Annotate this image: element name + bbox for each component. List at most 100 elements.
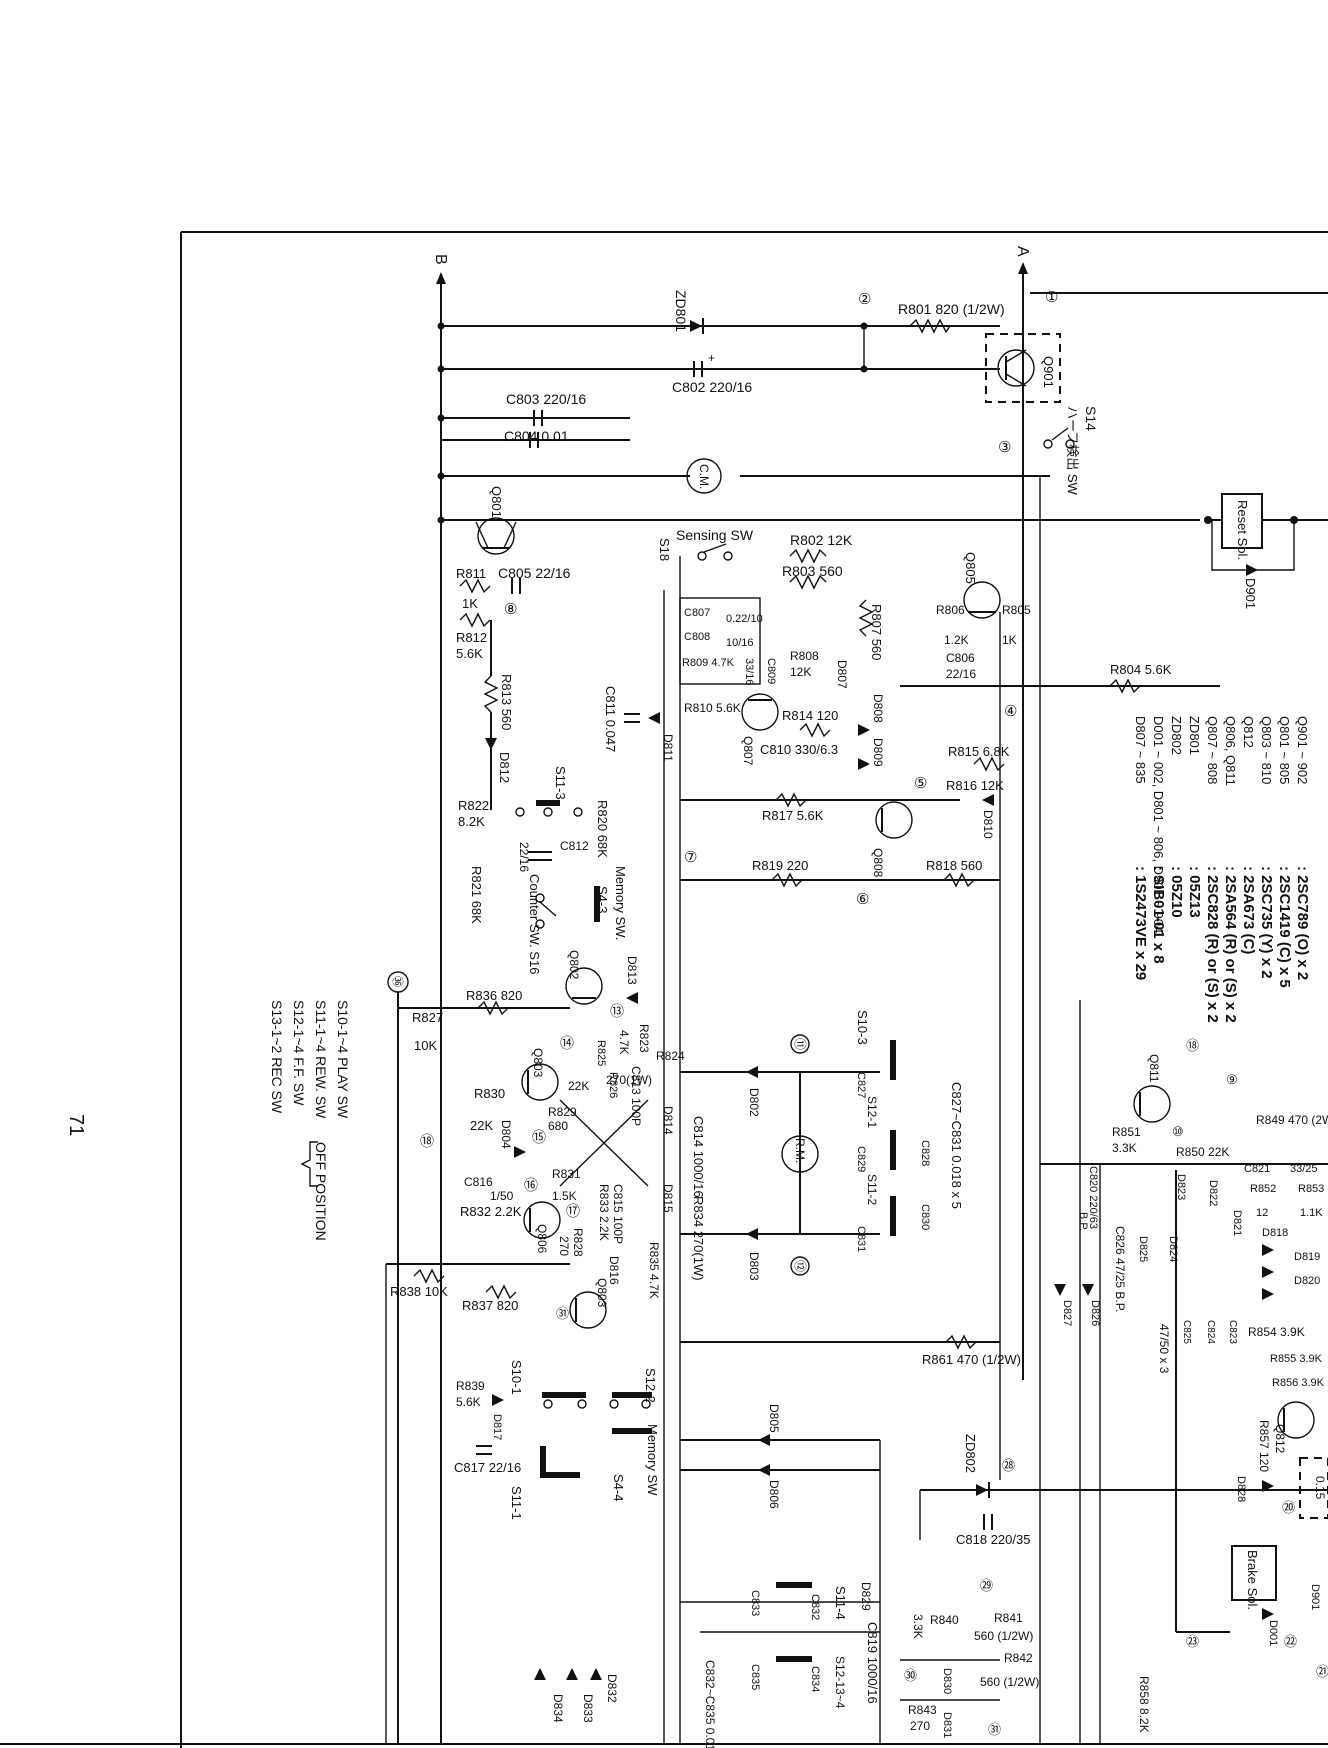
r854-label: R854 3.9K	[1248, 1325, 1305, 1339]
r833-label: R833 2.2K	[597, 1184, 611, 1241]
r843-label: R843	[908, 1703, 937, 1717]
c819-label: C819 1000/16	[865, 1622, 880, 1704]
r853-label: R853	[1298, 1183, 1324, 1195]
internal-wiring	[385, 326, 1101, 1744]
r841-value: 560 (1/2W)	[974, 1629, 1033, 1643]
d823-label: D823	[1175, 1174, 1187, 1200]
r842-value: 560 (1/2W)	[980, 1675, 1039, 1689]
parts-list-part: : 05Z10	[1168, 866, 1185, 918]
d821-label: D821	[1231, 1210, 1243, 1236]
d805-label: D805	[767, 1404, 781, 1433]
c821-value: 33/25	[1290, 1163, 1318, 1175]
node-3: ③	[998, 439, 1011, 456]
r807-label: R807 560	[869, 604, 884, 660]
r824-label: R824	[656, 1049, 685, 1063]
parts-list-ref: ZD802	[1169, 716, 1184, 755]
r849-label: R849 470 (2W)	[1256, 1113, 1328, 1127]
d814-label: D814	[661, 1106, 675, 1135]
parts-list-ref: D807 ~ 835	[1133, 716, 1148, 784]
r838-label: R838 10K	[390, 1284, 448, 1299]
r831-value: 1.5K	[552, 1189, 577, 1203]
brake-block: Q812 R857 120 D828 ⑳ 0.15 Brake Sol. D90…	[1137, 1170, 1328, 1733]
s14-desc: ハーフ検出 SW	[1065, 406, 1080, 496]
parts-list-part: : 2SC735 (Y) x 2	[1258, 866, 1275, 979]
r836-label: R836 820	[466, 988, 522, 1003]
r823-value: 4.7K	[617, 1030, 631, 1055]
c808-label: C808	[684, 631, 710, 643]
resistor-r817: R817 5.6K	[680, 792, 960, 823]
svg-text:+: +	[708, 351, 715, 365]
r828-value: 270	[557, 1236, 571, 1256]
switch-s14: S14 ハーフ検出 SW ③	[998, 406, 1099, 496]
d818-label: D818	[1262, 1227, 1288, 1239]
r853-value: 1.1K	[1300, 1207, 1323, 1219]
resistor-r819: R819 220 R818 560 ⑥	[680, 858, 1000, 908]
d831-label: D831	[941, 1712, 953, 1738]
d812-label: D812	[497, 752, 512, 783]
r813-label: R813 560	[499, 674, 514, 730]
r809-label: R809 4.7K	[682, 657, 735, 669]
c821-label: C821	[1244, 1163, 1270, 1175]
node-10: ⑩	[1172, 1124, 1184, 1139]
resistor-r813: R813 560 D812	[483, 620, 514, 810]
c803-label: C803 220/16	[506, 391, 586, 407]
node-9: ⑨	[1226, 1072, 1238, 1087]
r821-label: R821 68K	[469, 866, 484, 924]
node-18b: ⑱	[1186, 1038, 1199, 1053]
counter-network: S11-3 R822 8.2K C812 22/16 R820 68K S4-3…	[458, 766, 697, 974]
node-23: ㉓	[1186, 1634, 1199, 1649]
d813-label: D813	[625, 956, 639, 985]
c832-label: C832	[809, 1594, 821, 1620]
r827-label: R827	[412, 1010, 443, 1025]
rectifier-block: C820 220/63 B.P. D823 D822 C821 33/25 R8…	[1040, 1163, 1328, 1389]
d825-label: D825	[1137, 1236, 1149, 1262]
c806-label: C806	[946, 651, 975, 665]
c802-label: C802 220/16	[672, 379, 752, 395]
d802-label: D802	[747, 1088, 761, 1117]
transistor-q811: Q811 ⑱ ⑨ ⑩ R851 3.3K R850 22K R849 470 (…	[1112, 1038, 1328, 1159]
c816-label: C816	[464, 1175, 493, 1189]
resistor-r836: R836 820 ㊱ R827 10K	[387, 971, 570, 1744]
q801-label: Q801	[489, 486, 504, 518]
d809-label: D809	[871, 738, 885, 767]
c824-label: C824	[1205, 1320, 1216, 1344]
s14-label: S14	[1083, 406, 1099, 431]
r822-label: R822	[458, 798, 489, 813]
rew-switch-block: C833 C832 S11-4 D829 C819 1000/16 ㉙ R840…	[749, 1578, 1039, 1738]
bp1-label: B.P.	[1077, 1212, 1089, 1231]
sensing-sw-label: Sensing SW	[676, 527, 754, 543]
r831-label: R831	[552, 1167, 581, 1181]
d832-label: D832	[605, 1674, 619, 1703]
node-12: ⑫	[793, 1260, 807, 1272]
s4-4-label: S4-4	[611, 1474, 626, 1501]
c833-label: C833	[749, 1590, 761, 1616]
c808-value: 10/16	[726, 637, 754, 649]
d820-label: D820	[1294, 1275, 1320, 1287]
d826-label: D826	[1089, 1300, 1101, 1326]
d828-label: D828	[1235, 1476, 1247, 1502]
r837-label: R837 820	[462, 1298, 518, 1313]
r811-label: R811	[456, 566, 486, 581]
capstan-motor: C.M.	[686, 458, 722, 494]
r815-label: R815 6.8K	[948, 744, 1010, 759]
c807-label: C807	[684, 607, 710, 619]
parts-list-part: : 05Z13	[1186, 866, 1203, 918]
c813-label: C813 100P	[629, 1066, 643, 1126]
q812-label: Q812	[1273, 1424, 1287, 1454]
resistor-r815: R815 6.8K ⑤	[914, 744, 1010, 792]
r822-value: 8.2K	[458, 814, 485, 829]
d816-label: D816	[607, 1256, 621, 1285]
capacitor-c804: C804 0.01	[504, 428, 569, 448]
d810-label: D810	[981, 810, 995, 839]
output-stage: R823 4.7K R824 270(1W) Q803 ⑭ R825 22K R…	[470, 1024, 706, 1198]
node-21: ㉑	[1316, 1664, 1328, 1679]
output-stage-lower: C816 1/50 ⑯ R831 1.5K R833 2.2K C815 100…	[420, 1133, 706, 1299]
node-31: ㉛	[988, 1722, 1001, 1737]
q803b-label: Q803	[595, 1278, 609, 1308]
resistor-r838: R838 10K R837 820 Q803 ㉛	[386, 1263, 609, 1329]
r805-value: 1K	[1002, 633, 1017, 647]
resistor-r804: R804 5.6K	[900, 662, 1220, 694]
r851-label: R851	[1112, 1125, 1141, 1139]
q808-label: Q808	[871, 848, 885, 878]
parts-list-ref: ZD801	[1187, 716, 1202, 755]
